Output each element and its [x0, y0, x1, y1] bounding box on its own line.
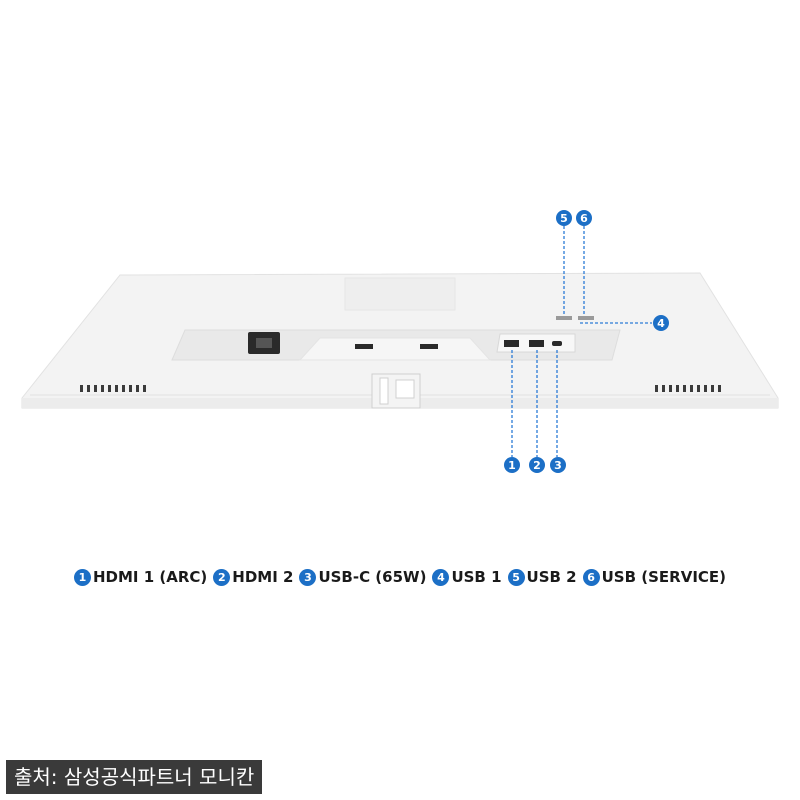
legend-label: USB-C (65W): [318, 568, 427, 586]
port-module: [496, 333, 576, 353]
left-vent: [80, 385, 146, 392]
mount-slot-left: [355, 344, 373, 349]
port-legend: 1 HDMI 1 (ARC) 2 HDMI 2 3 USB-C (65W) 4 …: [0, 568, 800, 586]
legend-item-usb-c: 3 USB-C (65W): [299, 568, 426, 586]
right-vent: [655, 385, 721, 392]
cable-clip: [371, 373, 421, 409]
legend-badge: 2: [213, 568, 231, 586]
legend-label: HDMI 2: [232, 568, 294, 586]
svg-text:1: 1: [508, 459, 516, 472]
legend-item-usb-service: 6 USB (SERVICE): [582, 568, 727, 586]
hdmi-2-port: [529, 340, 544, 347]
callout-marker-3: 3: [550, 457, 566, 473]
svg-text:2: 2: [533, 459, 541, 472]
legend-label: USB 1: [451, 568, 502, 586]
legend-item-hdmi-1: 1 HDMI 1 (ARC): [73, 568, 208, 586]
callout-marker-4: 4: [653, 315, 669, 331]
usb-2-port: [556, 316, 572, 320]
legend-label: USB (SERVICE): [601, 568, 727, 586]
legend-label: USB 2: [526, 568, 577, 586]
mount-slot-right: [420, 344, 438, 349]
svg-text:4: 4: [657, 317, 665, 330]
callout-marker-1: 1: [504, 457, 520, 473]
callout-lines: [511, 226, 652, 457]
power-socket: [248, 332, 280, 354]
legend-badge: 4: [432, 568, 450, 586]
svg-text:6: 6: [580, 212, 588, 225]
source-credit: 출처: 삼성공식파트너 모니칸: [6, 760, 263, 794]
legend-item-hdmi-2: 2 HDMI 2: [213, 568, 293, 586]
callout-marker-5: 5: [556, 210, 572, 226]
legend-badge: 1: [73, 568, 91, 586]
svg-text:3: 3: [554, 459, 562, 472]
callout-marker-6: 6: [576, 210, 592, 226]
legend-badge: 3: [299, 568, 317, 586]
usb-service-port: [578, 316, 594, 320]
hdmi-1-port: [504, 340, 519, 347]
legend-label: HDMI 1 (ARC): [92, 568, 208, 586]
svg-text:5: 5: [560, 212, 568, 225]
legend-badge: 5: [507, 568, 525, 586]
usb-c-port: [552, 341, 562, 346]
legend-item-usb-1: 4 USB 1: [432, 568, 502, 586]
legend-item-usb-2: 5 USB 2: [507, 568, 577, 586]
callout-marker-2: 2: [529, 457, 545, 473]
legend-badge: 6: [582, 568, 600, 586]
